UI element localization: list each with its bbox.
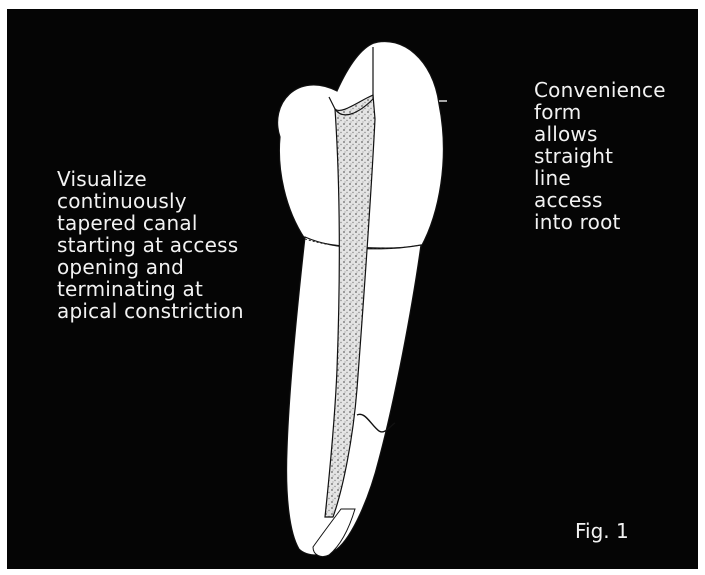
note-line: opening and (57, 256, 244, 278)
figure-caption: Fig. 1 (575, 519, 629, 543)
convenience-form-note: Convenience form allows straight line ac… (534, 79, 666, 233)
note-line: starting at access (57, 234, 244, 256)
note-line: tapered canal (57, 212, 244, 234)
figure-panel: Visualize continuously tapered canal sta… (7, 9, 698, 569)
note-line: terminating at (57, 278, 244, 300)
note-line: line (534, 167, 666, 189)
note-line: form (534, 101, 666, 123)
note-line: into root (534, 211, 666, 233)
visualize-canal-note: Visualize continuously tapered canal sta… (57, 168, 244, 322)
note-line: allows (534, 123, 666, 145)
note-line: Visualize (57, 168, 244, 190)
note-line: access (534, 189, 666, 211)
note-line: continuously (57, 190, 244, 212)
note-line: straight (534, 145, 666, 167)
note-line: Convenience (534, 79, 666, 101)
note-line: apical constriction (57, 300, 244, 322)
